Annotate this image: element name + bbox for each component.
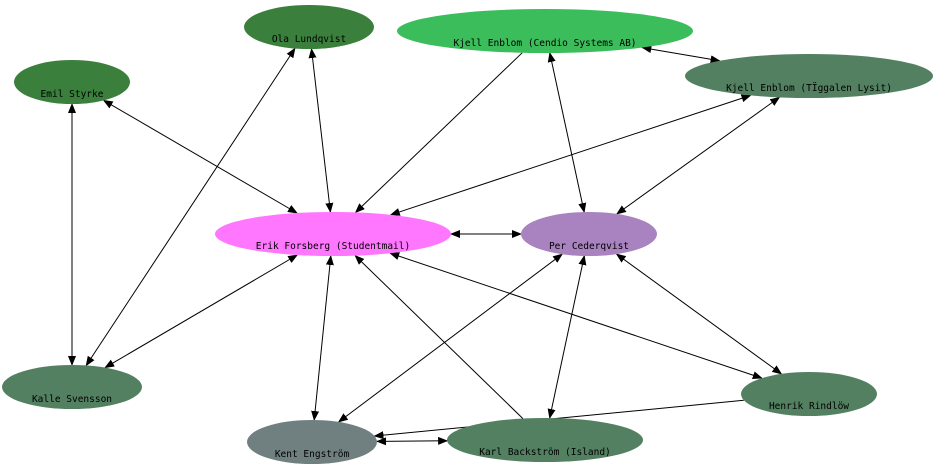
node-emil: Emil Styrke	[14, 60, 130, 104]
node-ellipse	[244, 5, 374, 49]
node-ola: Ola Lundqvist	[244, 5, 374, 49]
node-label: Kalle Svensson	[32, 394, 112, 405]
node-ellipse	[397, 9, 693, 53]
node-label: Kjell Enblom (Cendio Systems AB)	[453, 38, 636, 49]
node-label: Kjell Enblom (TÏggalen Lysit)	[726, 83, 892, 94]
node-kjell-cendio: Kjell Enblom (Cendio Systems AB)	[397, 9, 693, 53]
edge-kjell_lysit-erik	[389, 94, 752, 216]
edge-kjell_cendio-erik	[354, 52, 523, 214]
edge-kjell_cendio-kjell_lysit	[641, 45, 721, 64]
node-ellipse	[521, 212, 657, 256]
node-per: Per Cederqvist	[521, 212, 657, 256]
node-ellipse	[2, 365, 142, 409]
node-ellipse	[215, 212, 451, 256]
edge-karl-erik	[354, 254, 524, 419]
node-label: Henrik Rindlöw	[769, 401, 849, 412]
node-ellipse	[14, 60, 130, 104]
edge-henrik-kent	[373, 399, 744, 440]
node-label: Per Cederqvist	[549, 241, 629, 252]
node-henrik: Henrik Rindlöw	[741, 372, 877, 416]
node-ellipse	[247, 420, 377, 464]
node-kalle: Kalle Svensson	[2, 365, 142, 409]
edge-kjell_cendio-per	[547, 52, 587, 214]
node-label: Kent Engström	[275, 449, 350, 460]
edge-per-kent	[337, 253, 563, 423]
node-label: Karl Backström (Island)	[479, 447, 611, 458]
edge-per-karl	[547, 254, 587, 419]
edge-emil-erik	[102, 99, 298, 214]
node-label: Ola Lundqvist	[272, 34, 346, 45]
node-ellipse	[741, 372, 877, 416]
node-ellipse	[685, 54, 933, 98]
node-kent: Kent Engström	[247, 420, 377, 464]
node-kjell-lysit: Kjell Enblom (TÏggalen Lysit)	[685, 54, 933, 98]
node-karl: Karl Backström (Island)	[447, 418, 643, 462]
edge-erik-kent	[311, 255, 334, 421]
node-label: Emil Styrke	[41, 89, 104, 100]
node-label: Erik Forsberg (Studentmail)	[256, 241, 410, 252]
nodes-layer: Ola Lundqvist Kjell Enblom (Cendio System…	[2, 5, 933, 464]
edge-per-henrik	[615, 253, 783, 375]
edge-erik-henrik	[389, 252, 763, 380]
edges-layer	[68, 45, 783, 446]
node-ellipse	[447, 418, 643, 462]
edge-kjell_lysit-per	[616, 96, 781, 215]
edge-erik-kalle	[104, 254, 299, 369]
edge-kent-karl	[376, 436, 449, 446]
edge-ola-erik	[308, 48, 334, 213]
node-erik: Erik Forsberg (Studentmail)	[215, 212, 451, 256]
